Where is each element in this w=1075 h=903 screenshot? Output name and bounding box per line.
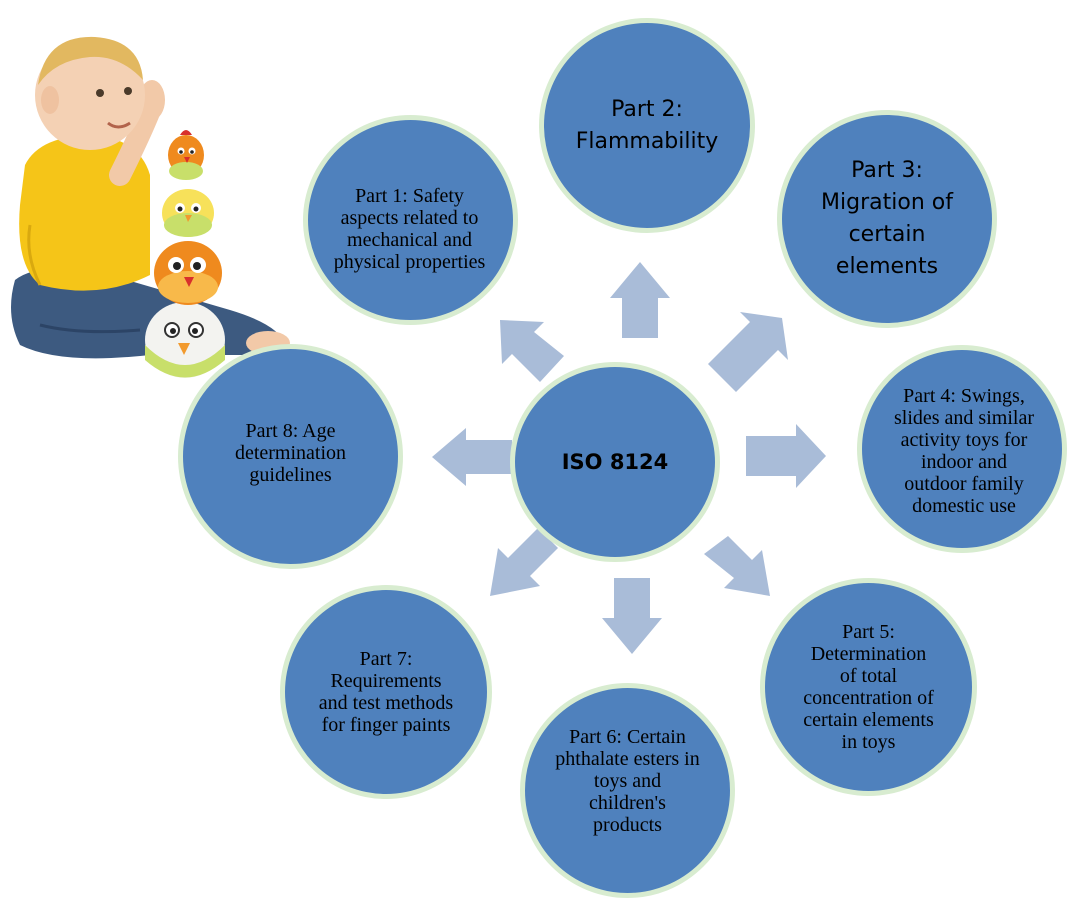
center-node: ISO 8124 xyxy=(510,362,720,562)
node-part-5: Part 5: Determination of total concentra… xyxy=(760,578,977,796)
arrow-to-part-3 xyxy=(708,312,788,392)
arrow-to-part-7 xyxy=(490,528,558,596)
arrow-to-part-6 xyxy=(602,578,662,654)
part-1-label: Part 1: Safety aspects related to mechan… xyxy=(333,185,486,273)
part-6-label: Part 6: Certain phthalate esters in toys… xyxy=(555,725,700,836)
node-part-2: Part 2: Flammability xyxy=(539,18,755,233)
baby-with-toy-image xyxy=(11,36,290,378)
node-part-3: Part 3: Migration of certain elements xyxy=(777,110,997,328)
node-part-4: Part 4: Swings, slides and similar activ… xyxy=(857,345,1067,553)
arrow-to-part-2 xyxy=(610,262,670,338)
center-label: ISO 8124 xyxy=(561,450,669,474)
part-2-label: Part 2: Flammability xyxy=(575,96,719,154)
part-5-label: Part 5: Determination of total concentra… xyxy=(803,621,934,753)
part-3-label: Part 3: Migration of certain elements xyxy=(821,158,953,279)
arrow-to-part-1 xyxy=(500,320,564,382)
node-part-6: Part 6: Certain phthalate esters in toys… xyxy=(520,683,735,898)
part-7-label: Part 7: Requirements and test methods fo… xyxy=(318,648,454,736)
node-part-8: Part 8: Age determination guidelines xyxy=(178,344,403,569)
arrow-to-part-5 xyxy=(704,536,770,596)
part-4-label: Part 4: Swings, slides and similar activ… xyxy=(894,385,1034,517)
part-8-label: Part 8: Age determination guidelines xyxy=(234,419,347,486)
node-part-1: Part 1: Safety aspects related to mechan… xyxy=(303,115,518,325)
arrow-to-part-8 xyxy=(432,428,512,486)
arrow-to-part-4 xyxy=(746,424,826,488)
node-part-7: Part 7: Requirements and test methods fo… xyxy=(280,585,492,799)
